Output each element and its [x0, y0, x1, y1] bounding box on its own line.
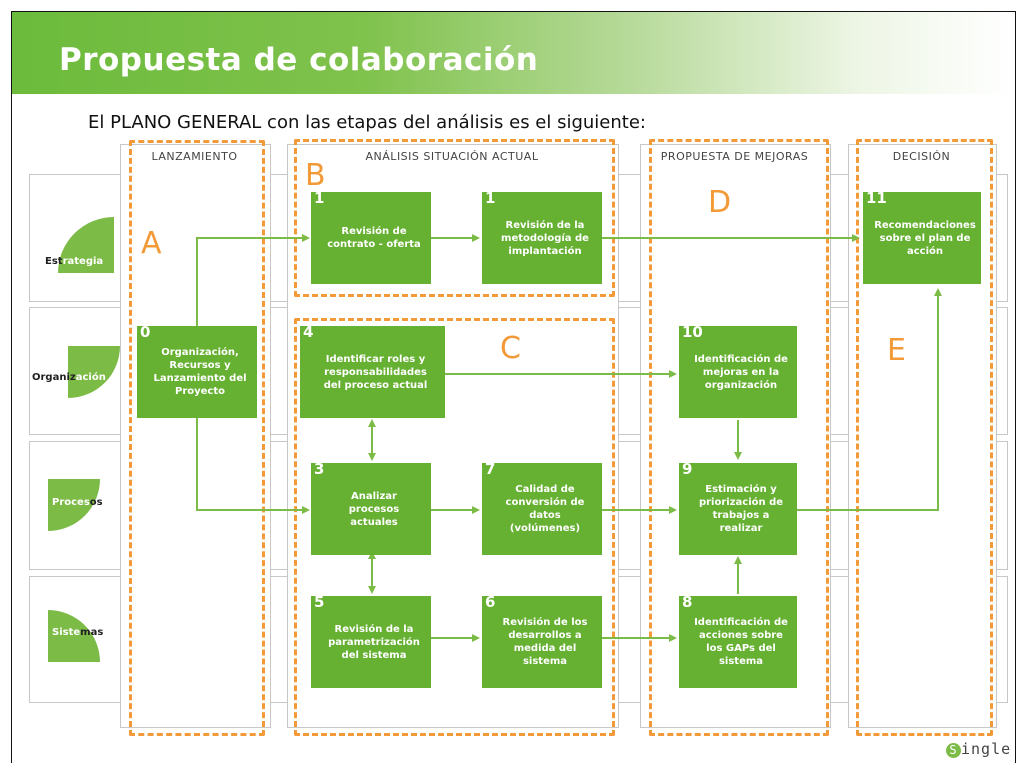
activity-box-9[interactable]: 9 Estimación y priorización de trabajos …	[679, 460, 797, 555]
activity-text: Revisión de la parametrización del siste…	[328, 623, 420, 661]
zone-c-label: C	[500, 331, 521, 366]
header-banner	[12, 12, 1013, 94]
activity-number: 7	[485, 460, 496, 478]
activity-text: Revisión de la metodología de implantaci…	[501, 219, 589, 257]
row-label-sistemas: Sistemas	[52, 627, 103, 638]
zone-b-label: B	[305, 158, 326, 193]
row-label-procesos-part1: Proces	[52, 497, 90, 508]
estrategia-icon	[58, 217, 114, 273]
row-label-procesos-part2: os	[89, 497, 103, 508]
activity-box-10[interactable]: 10 Identificación de mejoras en la organ…	[679, 323, 797, 418]
zone-a-outline	[129, 140, 265, 736]
activity-box-6[interactable]: 6 Revisión de los desarrollos a medida d…	[482, 593, 602, 688]
zone-e-label: E	[887, 333, 906, 368]
slide-title: Propuesta de colaboración	[59, 42, 539, 78]
zone-e-outline	[856, 139, 993, 736]
activity-number: 8	[682, 593, 693, 611]
column-band-lanzamiento	[120, 144, 271, 728]
logo-initial: S	[946, 743, 961, 758]
zone-d-label: D	[708, 185, 732, 220]
activity-text: Analizar procesos actuales	[348, 490, 400, 528]
logo-text: ingle	[961, 740, 1012, 758]
activity-box-0[interactable]: 0 Organización, Recursos y Lanzamiento d…	[137, 323, 257, 418]
activity-number: 3	[314, 460, 325, 478]
row-label-sistemas-part2: mas	[80, 627, 104, 638]
column-header-propuesta: PROPUESTA DE MEJORAS	[660, 150, 809, 163]
zone-a-label: A	[141, 226, 162, 261]
activity-box-1-metodologia[interactable]: 1 Revisión de la metodología de implanta…	[482, 189, 602, 284]
activity-text: Revisión de contrato - oferta	[327, 226, 421, 250]
slide-subtitle: El PLANO GENERAL con las etapas del anál…	[88, 112, 646, 133]
activity-text: Calidad de conversión de datos (volúmene…	[505, 484, 585, 534]
activity-number: 5	[314, 593, 325, 611]
activity-number: 4	[303, 323, 314, 341]
activity-box-4[interactable]: 4 Identificar roles y responsabilidades …	[300, 323, 445, 418]
row-label-procesos: Procesos	[52, 497, 103, 508]
column-header-decision: DECISIÓN	[892, 150, 951, 163]
activity-text: Identificar roles y responsabilidades de…	[323, 353, 428, 391]
activity-number: 9	[682, 460, 693, 478]
row-label-organizacion-part2: ación	[75, 372, 106, 383]
activity-box-3[interactable]: 3 Analizar procesos actuales	[311, 460, 431, 555]
activity-number: 1	[314, 189, 325, 207]
activity-text: Identificación de acciones sobre los GAP…	[694, 617, 788, 667]
activity-box-8[interactable]: 8 Identificación de acciones sobre los G…	[679, 593, 797, 688]
activity-text: Estimación y priorización de trabajos a …	[698, 484, 784, 534]
activity-number: 6	[485, 593, 496, 611]
row-label-sistemas-part1: Siste	[52, 627, 81, 638]
row-label-organizacion-part1: Organiz	[32, 372, 76, 383]
row-label-estrategia: Estrategia	[45, 256, 103, 267]
row-label-estrategia-part1: Est	[45, 256, 63, 267]
arrow-0-to-1	[196, 234, 310, 326]
arrow-0-to-3	[196, 418, 310, 514]
activity-text: Identificación de mejoras en la organiza…	[694, 353, 788, 391]
activity-text: Revisión de los desarrollos a medida del…	[502, 617, 588, 667]
activity-box-1-contrato[interactable]: 1 Revisión de contrato - oferta	[311, 189, 431, 284]
activity-text: Recomendaciones sobre el plan de acción	[874, 219, 976, 257]
organizacion-icon	[68, 346, 120, 398]
column-header-lanzamiento: LANZAMIENTO	[151, 150, 238, 163]
zone-d-outline	[649, 139, 829, 736]
activity-text: Organización, Recursos y Lanzamiento del…	[153, 347, 247, 397]
column-header-analisis: ANÁLISIS SITUACIÓN ACTUAL	[365, 150, 539, 163]
activity-number: 0	[140, 323, 151, 341]
activity-box-7[interactable]: 7 Calidad de conversión de datos (volúme…	[482, 460, 602, 555]
activity-number: 1	[485, 189, 496, 207]
zone-c-outline	[294, 318, 615, 736]
sistemas-icon	[48, 610, 100, 662]
activity-box-5[interactable]: 5 Revisión de la parametrización del sis…	[311, 593, 431, 688]
slide-frame	[11, 11, 1016, 763]
arrow-9-to-11	[796, 288, 942, 511]
zone-b-outline	[294, 139, 615, 297]
row-label-organizacion: Organización	[32, 372, 106, 383]
activity-number: 11	[866, 189, 887, 207]
activity-box-11[interactable]: 11 Recomendaciones sobre el plan de acci…	[863, 189, 981, 284]
activity-number: 10	[682, 323, 703, 341]
row-label-estrategia-part2: rategia	[62, 256, 104, 267]
procesos-icon	[48, 479, 100, 531]
